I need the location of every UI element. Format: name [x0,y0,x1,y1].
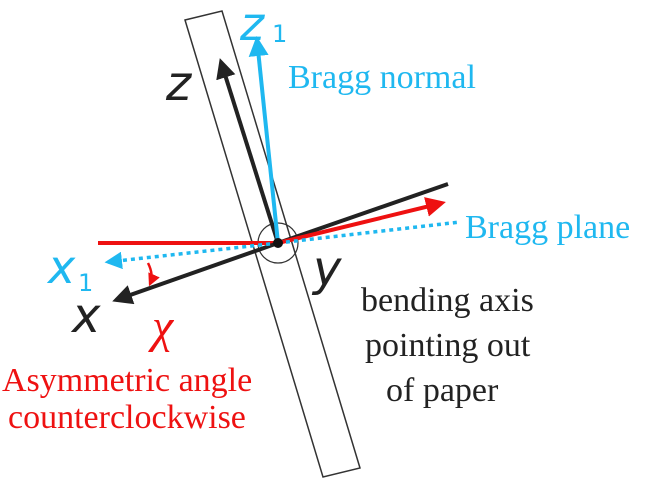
x-axis-line [112,241,279,305]
x-axis-label: x [70,288,101,344]
bending-axis-line3: of paper [386,372,499,409]
asymmetric-angle-line2: counterclockwise [8,399,246,436]
y-axis-label: y [311,241,342,297]
z1-axis-line [248,36,280,244]
bragg-plane-line [277,220,461,245]
z-axis-label: z [165,56,193,112]
bragg-plane-label: Bragg plane [465,209,630,246]
red-asymmetric-arrow [277,197,446,245]
z1-axis-label: z [239,0,265,51]
origin-dot [273,238,283,248]
chi-label: χ [148,300,175,353]
x1-subscript: 1 [78,269,93,297]
bragg-normal-label: Bragg normal [288,59,476,96]
bending-axis-line2: pointing out [365,327,531,364]
x1-axis-label: x [46,240,76,294]
z-axis-line [216,58,280,244]
asymmetric-angle-line1: Asymmetric angle [2,362,252,399]
bending-axis-line1: bending axis [361,282,534,319]
z1-subscript: 1 [272,20,287,48]
y-axis-line [277,182,449,245]
chi-angle-arc [146,262,160,287]
